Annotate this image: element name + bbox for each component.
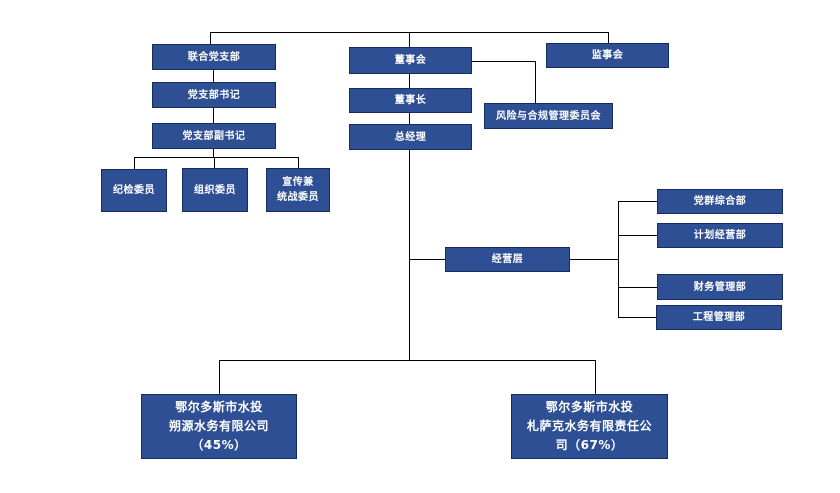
box-label: 风险与合规管理委员会: [496, 110, 601, 122]
connector: [213, 107, 214, 123]
finance-dept-box: 财务管理部: [657, 274, 783, 300]
box-label: 计划经营部: [693, 230, 747, 241]
box-label: 工程管理部: [692, 312, 746, 323]
box-label-line-2: 朔源水务有限公司: [168, 418, 269, 433]
connector: [595, 360, 596, 395]
connector: [618, 201, 658, 202]
box-label-line-1: 鄂尔多斯市水投: [175, 399, 263, 414]
box-label: 董事长: [394, 95, 427, 106]
box-label: 组织委员: [194, 184, 236, 196]
branch-secretary-box: 党支部书记: [152, 82, 276, 108]
planning-dept-box: 计划经营部: [657, 223, 783, 248]
connector: [213, 69, 214, 83]
connector: [134, 157, 298, 158]
supervisors-box: 监事会: [546, 43, 669, 68]
connector: [213, 148, 214, 157]
box-label: 纪检委员: [113, 185, 155, 196]
box-label-line-2: 札萨克水务有限责任公: [526, 418, 652, 433]
box-label-line-1: 鄂尔多斯市水投: [545, 399, 634, 414]
connector: [608, 32, 609, 43]
connector: [219, 360, 595, 361]
organization-committee-box: 组织委员: [182, 168, 248, 212]
management-box: 经营层: [445, 247, 570, 272]
box-label: 党支部书记: [187, 89, 241, 101]
connector: [219, 360, 220, 395]
connector: [134, 157, 135, 170]
box-label: 党群综合部: [693, 196, 747, 207]
connector: [618, 201, 619, 317]
discipline-committee-box: 纪检委员: [101, 169, 167, 212]
chairman-box: 董事长: [349, 88, 472, 113]
connector: [535, 61, 536, 103]
box-label: 经营层: [491, 254, 524, 265]
box-label-line-1: 宣传兼: [282, 177, 314, 188]
party-branch-box: 联合党支部: [152, 44, 276, 70]
connector: [409, 32, 410, 47]
box-label: 联合党支部: [187, 51, 241, 63]
connector: [618, 235, 658, 236]
deputy-secretary-box: 党支部副书记: [152, 123, 276, 149]
engineering-dept-box: 工程管理部: [656, 305, 782, 330]
box-label-line-3: （45%）: [191, 438, 247, 453]
subsidiary-zhasake-box: 鄂尔多斯市水投 札萨克水务有限责任公 司（67%）: [511, 394, 668, 459]
board-box: 董事会: [349, 47, 472, 74]
connector: [618, 287, 658, 288]
connector: [210, 32, 211, 45]
box-label-line-3: 司（67%）: [555, 438, 624, 453]
box-label-line-2: 统战委员: [277, 192, 319, 203]
party-affairs-dept-box: 党群综合部: [657, 189, 783, 214]
risk-committee-box: 风险与合规管理委员会: [484, 103, 613, 129]
connector: [409, 259, 446, 260]
propaganda-committee-box: 宣传兼 统战委员: [266, 168, 330, 212]
connector: [214, 157, 215, 168]
connector: [471, 61, 535, 62]
connector: [409, 112, 410, 124]
box-label: 董事会: [394, 55, 427, 66]
box-label: 总经理: [394, 131, 427, 143]
general-manager-box: 总经理: [349, 124, 472, 150]
box-label: 党支部副书记: [182, 130, 246, 142]
subsidiary-shuoyuan-box: 鄂尔多斯市水投 朔源水务有限公司 （45%）: [141, 394, 297, 459]
connector: [409, 73, 410, 88]
connector: [298, 157, 299, 169]
connector: [409, 149, 410, 360]
box-label: 财务管理部: [693, 281, 747, 293]
box-label: 监事会: [591, 50, 624, 61]
connector: [569, 259, 618, 260]
connector: [618, 317, 658, 318]
